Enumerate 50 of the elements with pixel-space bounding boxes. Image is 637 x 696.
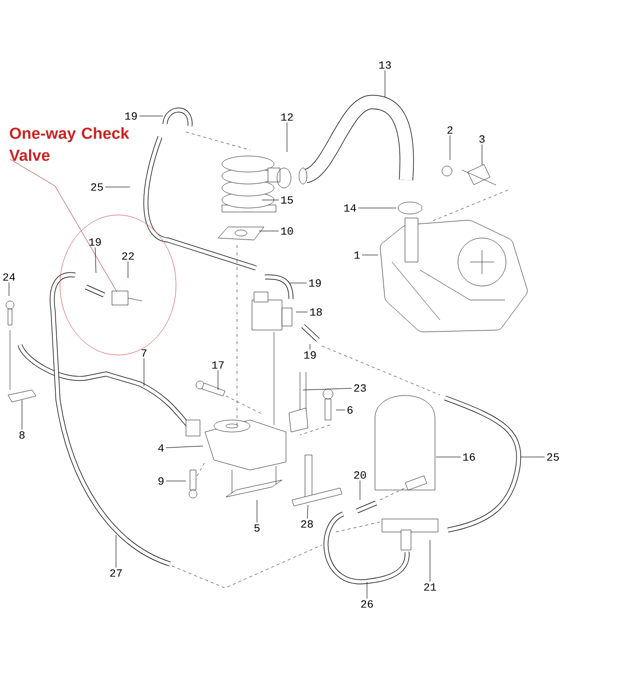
callout-number: 5 xyxy=(254,524,260,532)
leader-line xyxy=(10,158,118,292)
leader-line xyxy=(94,247,96,274)
callout-number: 8 xyxy=(19,431,25,439)
callout-number: 27 xyxy=(110,569,122,577)
callout-number: 26 xyxy=(361,600,373,608)
leader-line xyxy=(366,582,368,599)
callout-number: 24 xyxy=(3,273,16,281)
callout-number: 10 xyxy=(281,227,293,235)
callout-number: 18 xyxy=(310,308,322,316)
callout-number: 17 xyxy=(212,361,224,369)
highlight-ellipse xyxy=(60,214,176,356)
callout-number: 21 xyxy=(424,583,436,591)
callout-number: 25 xyxy=(547,453,559,461)
callout-number: 13 xyxy=(379,61,391,69)
callout-number: 12 xyxy=(281,113,293,121)
annotation-heading: One-way Check Valve xyxy=(9,127,130,161)
leader-line xyxy=(302,388,352,390)
callout-number: 14 xyxy=(344,204,356,212)
callout-number: 20 xyxy=(354,471,366,479)
callout-number: 7 xyxy=(142,349,146,357)
callout-number: 6 xyxy=(348,406,353,414)
callout-number: 25 xyxy=(91,183,103,191)
callout-number: 1 xyxy=(354,251,360,259)
leader-line xyxy=(290,282,307,284)
callout-number: 22 xyxy=(122,252,134,260)
leader-line xyxy=(362,254,378,256)
leader-line xyxy=(520,456,545,458)
callout-number: 23 xyxy=(354,384,366,392)
callout-number: 4 xyxy=(158,444,164,452)
leader-line xyxy=(166,480,186,482)
callout-number: 16 xyxy=(463,453,475,461)
callout-number: 28 xyxy=(301,520,313,528)
callout-number: 19 xyxy=(304,351,316,359)
leader-line xyxy=(166,446,204,448)
leader-line xyxy=(307,504,308,519)
leader-line xyxy=(105,186,130,188)
leader-line xyxy=(436,456,461,458)
callout-number: 3 xyxy=(479,135,485,143)
callout-number: 19 xyxy=(89,238,101,246)
callout-number: 15 xyxy=(281,196,293,204)
callout-number: 19 xyxy=(309,279,321,287)
leader-line xyxy=(258,230,279,232)
leader-line xyxy=(384,70,386,98)
callout-number: 19 xyxy=(125,112,137,120)
callout-number: 9 xyxy=(158,477,164,485)
leader-line xyxy=(8,282,10,296)
leader-line xyxy=(256,500,258,523)
leader-line xyxy=(286,122,288,152)
callout-number: 2 xyxy=(447,126,453,134)
